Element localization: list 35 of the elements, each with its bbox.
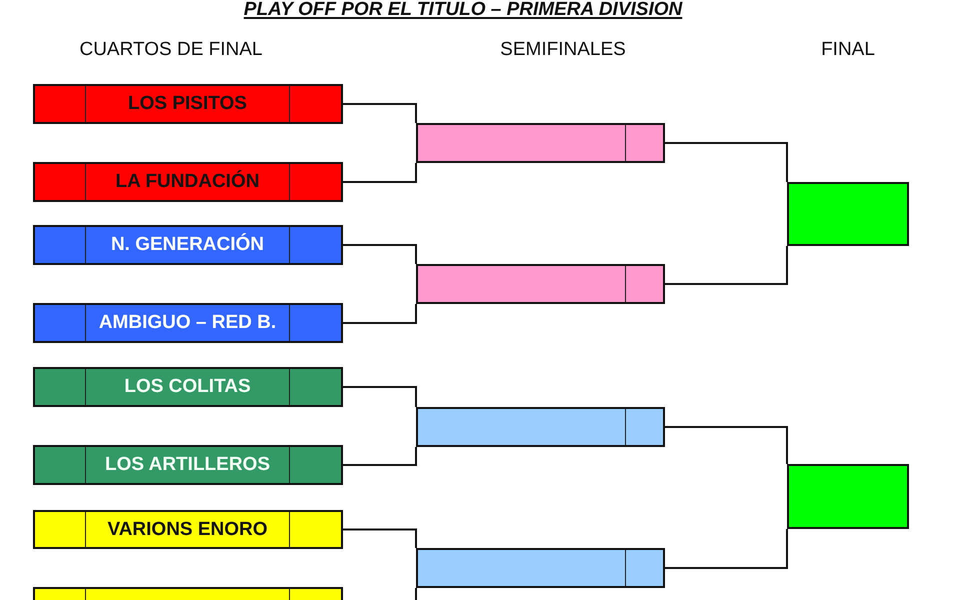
bracket-line: [343, 163, 417, 183]
team-name: LOS ARTILLEROS: [85, 447, 289, 483]
bracket-line: [665, 529, 788, 569]
team-name: LA FUNDACIÓN: [85, 164, 289, 200]
round-heading: SEMIFINALES: [500, 39, 626, 61]
team-box: [33, 445, 343, 485]
team-box: [33, 162, 343, 202]
semifinal-box: [416, 407, 665, 447]
final-box: [787, 182, 909, 246]
team-name: N. GENERACIÓN: [85, 227, 289, 263]
semifinal-box: [416, 264, 665, 304]
bracket-line: [343, 304, 417, 324]
bracket-line: [343, 386, 417, 407]
bracket-line: [343, 244, 417, 264]
round-heading: FINAL: [821, 39, 875, 61]
team-box: [33, 367, 343, 407]
bracket-line: [343, 528, 417, 548]
team-name: AMBIGUO – RED B.: [85, 305, 289, 341]
bracket-line: [665, 426, 788, 464]
team-box: [33, 84, 343, 124]
team-name: LOS PISITOS: [85, 86, 289, 122]
bracket-line: [343, 447, 417, 466]
final-box: [787, 464, 909, 529]
team-name: LOS COLITAS: [85, 369, 289, 405]
title: PLAY OFF POR EL TITULO – PRIMERA DIVISION: [244, 0, 682, 19]
team-box: [33, 510, 343, 549]
semifinal-box: [416, 548, 665, 588]
bracket-line: [665, 142, 788, 182]
team-box: [33, 303, 343, 343]
round-heading: CUARTOS DE FINAL: [80, 39, 262, 61]
semifinal-box: [416, 123, 665, 163]
team-box: [33, 225, 343, 265]
bracket-line: [343, 103, 417, 123]
bracket-line: [665, 246, 788, 285]
team-name: VARIONS ENORO: [85, 512, 289, 547]
